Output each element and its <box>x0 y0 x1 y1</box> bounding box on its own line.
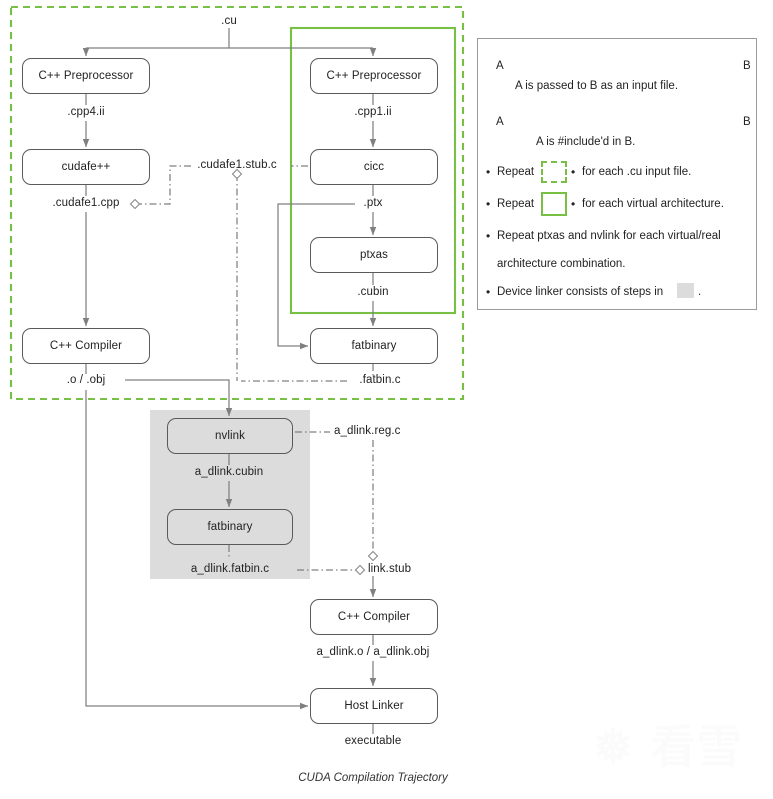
edge-label-cubin: .cubin <box>357 286 389 298</box>
node-label: C++ Compiler <box>49 340 123 352</box>
legend-solid-caption: A is passed to B as an input file. <box>515 80 679 92</box>
edge-label-link-stub: link.stub <box>368 563 412 575</box>
legend-swatch-solid-green <box>541 192 567 216</box>
node-cicc[interactable]: cicc <box>310 149 438 185</box>
node-cudafe[interactable]: cudafe++ <box>22 149 150 185</box>
edge-label-ptx: .ptx <box>363 197 383 209</box>
node-fatbinary-link[interactable]: fatbinary <box>167 509 293 545</box>
node-fatbinary-device[interactable]: fatbinary <box>310 328 438 364</box>
edge-label-cu: .cu <box>221 15 237 27</box>
edge-label-a-dlink-reg-c: a_dlink.reg.c <box>334 425 401 437</box>
legend-dashdot-caption: A is #include'd in B. <box>536 136 636 148</box>
node-label: C++ Preprocessor <box>326 70 422 82</box>
legend-bullet-3-post: architecture combination. <box>497 258 626 270</box>
legend-dashdot-source-label: A <box>496 116 504 128</box>
edge-label-fatbin-c: .fatbin.c <box>359 374 401 386</box>
legend-bullet-1-post: for each .cu input file. <box>571 165 691 179</box>
node-label: Host Linker <box>344 700 404 712</box>
legend-bullet-4-post: . <box>698 286 702 298</box>
node-label: C++ Preprocessor <box>38 70 134 82</box>
node-label: cicc <box>363 161 385 173</box>
legend-bullet-4-pre: Device linker consists of steps in <box>486 285 663 299</box>
edge-label-cpp4-ii: .cpp4.ii <box>67 106 105 118</box>
node-cpp-compiler-host[interactable]: C++ Compiler <box>22 328 150 364</box>
node-nvlink[interactable]: nvlink <box>167 418 293 454</box>
diagram-caption: CUDA Compilation Trajectory <box>298 772 448 784</box>
node-cpp-preprocessor-device[interactable]: C++ Preprocessor <box>310 58 438 94</box>
node-label: C++ Compiler <box>337 611 411 623</box>
edge-label-executable: executable <box>344 735 402 747</box>
edge-ptx-bypass-to-fatbinary <box>277 203 355 350</box>
legend-bullet-1-pre: Repeat <box>486 165 534 179</box>
node-label: nvlink <box>214 430 245 442</box>
cu-repeat-boundary <box>9 5 465 401</box>
edge-label-cudafe1-stub-c: .cudafe1.stub.c <box>197 159 277 171</box>
edge-label-cpp1-ii: .cpp1.ii <box>354 106 392 118</box>
node-host-linker[interactable]: Host Linker <box>310 688 438 724</box>
node-cpp-preprocessor-host[interactable]: C++ Preprocessor <box>22 58 150 94</box>
legend-bullet-2-pre: Repeat <box>486 197 534 211</box>
legend-solid-source-label: A <box>496 60 504 72</box>
node-label: ptxas <box>360 249 388 261</box>
legend-swatch-dashed-green <box>541 161 567 183</box>
node-label: fatbinary <box>207 521 253 533</box>
legend-bullet-2-post: for each virtual architecture. <box>571 197 724 211</box>
edge-label-a-dlink-cubin: a_dlink.cubin <box>194 466 264 478</box>
legend-dashdot-target-label: B <box>743 116 751 128</box>
edge-label-a-dlink-o-obj: a_dlink.o / a_dlink.obj <box>316 646 430 658</box>
node-ptxas[interactable]: ptxas <box>310 237 438 273</box>
legend-bullet-3-pre: Repeat ptxas and nvlink for each virtual… <box>486 229 721 243</box>
edge-oobj-to-nvlink <box>125 379 233 417</box>
legend-panel: A B A is passed to B as an input file. A… <box>477 38 757 310</box>
legend-swatch-gray <box>677 283 694 298</box>
edge-stubc-to-cudafe1cpp <box>129 165 191 210</box>
edge-label-a-dlink-fatbin-c: a_dlink.fatbin.c <box>190 563 270 575</box>
node-label: cudafe++ <box>61 161 111 173</box>
edge-label-o-obj: .o / .obj <box>66 374 106 386</box>
node-label: fatbinary <box>351 340 397 352</box>
legend-solid-target-label: B <box>743 60 751 72</box>
edge-label-cudafe1-cpp: .cudafe1.cpp <box>52 197 120 209</box>
node-cpp-compiler-link[interactable]: C++ Compiler <box>310 599 438 635</box>
edge-oobj-to-host-linker <box>85 390 309 710</box>
